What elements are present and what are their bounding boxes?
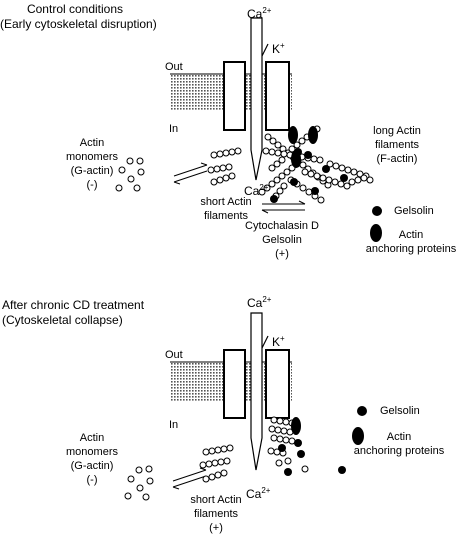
top-equilibrium-lower — [261, 200, 306, 214]
bottom-collapsed-filaments — [267, 416, 309, 473]
top-long-filaments-label: long Actin filaments (F-actin) — [373, 125, 421, 165]
bottom-k-arrow — [261, 335, 269, 349]
top-g-actin-monomers — [115, 157, 145, 192]
top-pipette — [250, 17, 263, 181]
top-anchoring-proteins — [288, 126, 318, 168]
top-channel-right — [265, 61, 290, 131]
bottom-short-filaments — [199, 444, 234, 483]
bottom-in-label: In — [169, 419, 179, 431]
bottom-title: After chronic CD treatment (Cytoskeletal… — [2, 298, 144, 328]
bottom-equilibrium — [172, 467, 207, 490]
bottom-loose-gelsolin — [338, 466, 346, 474]
bottom-k-label: K+ — [272, 334, 285, 349]
bottom-channel-left — [223, 349, 246, 419]
bottom-pipette — [250, 312, 263, 471]
top-legend-gelsolin-label: Gelsolin — [394, 205, 434, 217]
bottom-ca-bottom-label: Ca2+ — [246, 486, 271, 501]
bottom-legend-gelsolin-label: Gelsolin — [380, 405, 420, 417]
top-monomers-label: Actin monomers (G-actin) (-) — [66, 137, 118, 191]
bottom-title-line1: After chronic CD treatment — [2, 298, 145, 312]
top-channel-left — [223, 61, 246, 131]
bottom-monomers-label: Actin monomers (G-actin) (-) — [66, 432, 118, 486]
top-k-label: K+ — [272, 41, 285, 56]
top-in-label: In — [169, 123, 179, 135]
top-short-filaments — [207, 147, 242, 186]
bottom-anchoring-proteins — [291, 417, 301, 435]
top-ca-top-label: Ca2+ — [247, 6, 272, 21]
bottom-out-label: Out — [165, 349, 183, 361]
top-k-arrow — [261, 43, 269, 57]
bottom-channel-right — [265, 349, 290, 419]
top-legend-anchor-symbol — [370, 224, 382, 242]
top-gelsolin-dots — [270, 148, 348, 203]
top-out-label: Out — [165, 61, 183, 73]
top-title-line2: (Early cytoskeletal disruption) — [0, 17, 157, 31]
bottom-gelsolin-dots — [278, 439, 305, 476]
top-title-line1: Control conditions — [26, 2, 124, 16]
top-title: Control conditions (Early cytoskeletal d… — [0, 2, 157, 32]
top-short-filaments-label: short Actin filaments — [200, 196, 252, 222]
top-legend-anchor-label: Actin anchoring proteins — [365, 229, 457, 255]
bottom-short-filaments-label: short Actin filaments (+) — [190, 494, 242, 534]
bottom-g-actin-monomers — [124, 465, 154, 501]
bottom-legend-anchor-symbol — [352, 427, 364, 445]
bottom-legend-anchor-label: Actin anchoring proteins — [353, 431, 445, 457]
top-drug-label: Cytochalasin D Gelsolin (+) — [245, 220, 319, 260]
top-equilibrium-left — [173, 162, 208, 185]
bottom-title-line2: (Cytoskeletal collapse) — [2, 313, 123, 327]
top-legend-gelsolin-dot — [372, 206, 382, 216]
bottom-legend-gelsolin-dot — [357, 406, 367, 416]
top-ca-bottom-label: Ca2+ — [244, 183, 269, 198]
bottom-ca-top-label: Ca2+ — [247, 295, 272, 310]
